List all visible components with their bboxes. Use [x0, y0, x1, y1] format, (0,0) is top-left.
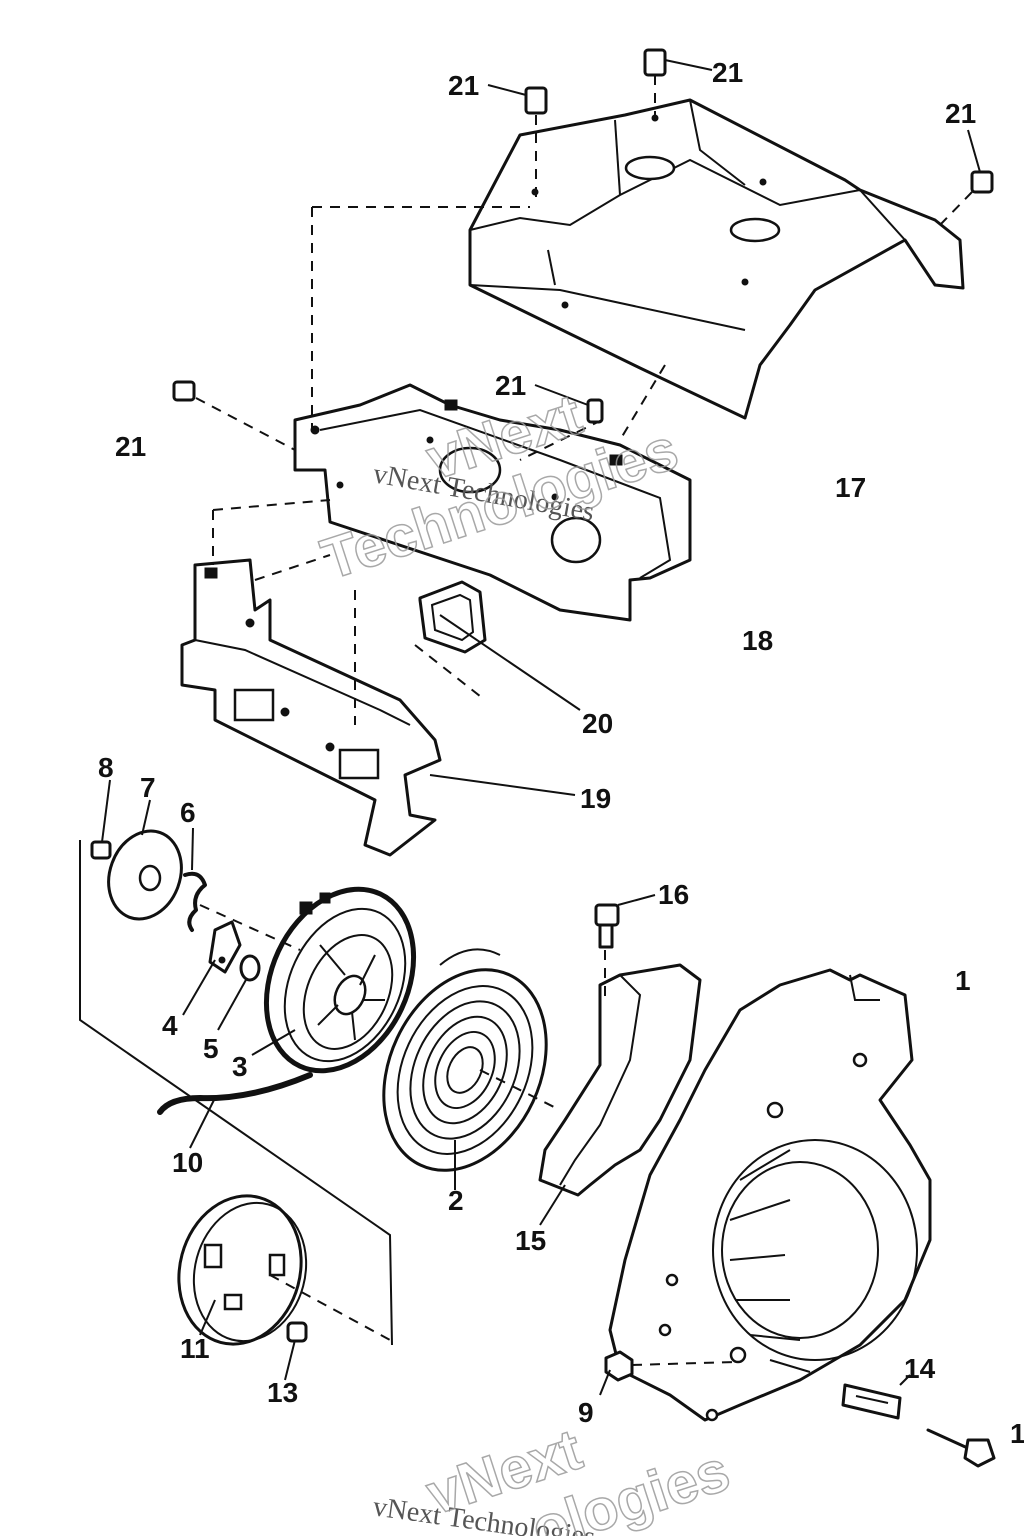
callout-8: 8 [98, 752, 114, 783]
callout-20: 20 [582, 708, 613, 739]
callout-15: 15 [515, 1225, 546, 1256]
pawl-spring [239, 954, 261, 982]
mounting-plate [293, 383, 692, 622]
bolt [172, 380, 196, 402]
cup [177, 1194, 308, 1346]
callout-7: 7 [140, 772, 156, 803]
gasket [418, 580, 487, 654]
callout-17: 17 [835, 472, 866, 503]
guide-plate [538, 963, 702, 1197]
assembly-centerlines [195, 75, 973, 1366]
callout-14: 14 [904, 1353, 936, 1384]
callout-1: 1 [955, 965, 971, 996]
callout-10: 10 [172, 1147, 203, 1178]
bolt [643, 48, 667, 77]
pawl-plate [841, 1383, 902, 1420]
callout-21: 21 [495, 370, 526, 401]
bracket [180, 558, 442, 857]
callout-9: 9 [578, 1397, 594, 1428]
callout-16: 16 [658, 879, 689, 910]
assembly-boundary [79, 840, 393, 1346]
leader-lines [101, 59, 981, 1396]
top-shroud [468, 98, 965, 420]
callout-11: 11 [180, 1333, 210, 1364]
screw [286, 1321, 308, 1343]
friction-spring [183, 871, 207, 932]
spiral-spring [382, 948, 548, 1172]
callout-4: 4 [162, 1010, 178, 1041]
callout-21: 21 [712, 57, 743, 88]
pawl-retainer [107, 829, 183, 921]
bolt [524, 86, 548, 115]
callout-18: 18 [742, 625, 773, 656]
callout-2: 2 [448, 1185, 464, 1216]
bolt [926, 1428, 996, 1468]
starter-housing [608, 968, 932, 1422]
callout-3: 3 [232, 1051, 248, 1082]
bolt [594, 903, 620, 949]
bolt [970, 170, 994, 194]
callout-21: 21 [448, 70, 479, 101]
callout-19: 19 [580, 783, 611, 814]
pawl [208, 920, 242, 974]
callout-13: 13 [267, 1377, 298, 1408]
nut [604, 1350, 634, 1382]
starter-rope [157, 1072, 313, 1115]
pulley-reel [263, 886, 417, 1074]
callout-21: 21 [945, 98, 976, 129]
nut [90, 840, 112, 860]
bolt [586, 398, 604, 424]
callout-21: 21 [115, 431, 146, 462]
callouts: 21 21 21 21 21 17 18 20 19 8 7 6 16 1 4 … [98, 57, 1024, 1449]
callout-1: 1 [1010, 1418, 1024, 1449]
callout-5: 5 [203, 1033, 219, 1064]
callout-6: 6 [180, 797, 196, 828]
